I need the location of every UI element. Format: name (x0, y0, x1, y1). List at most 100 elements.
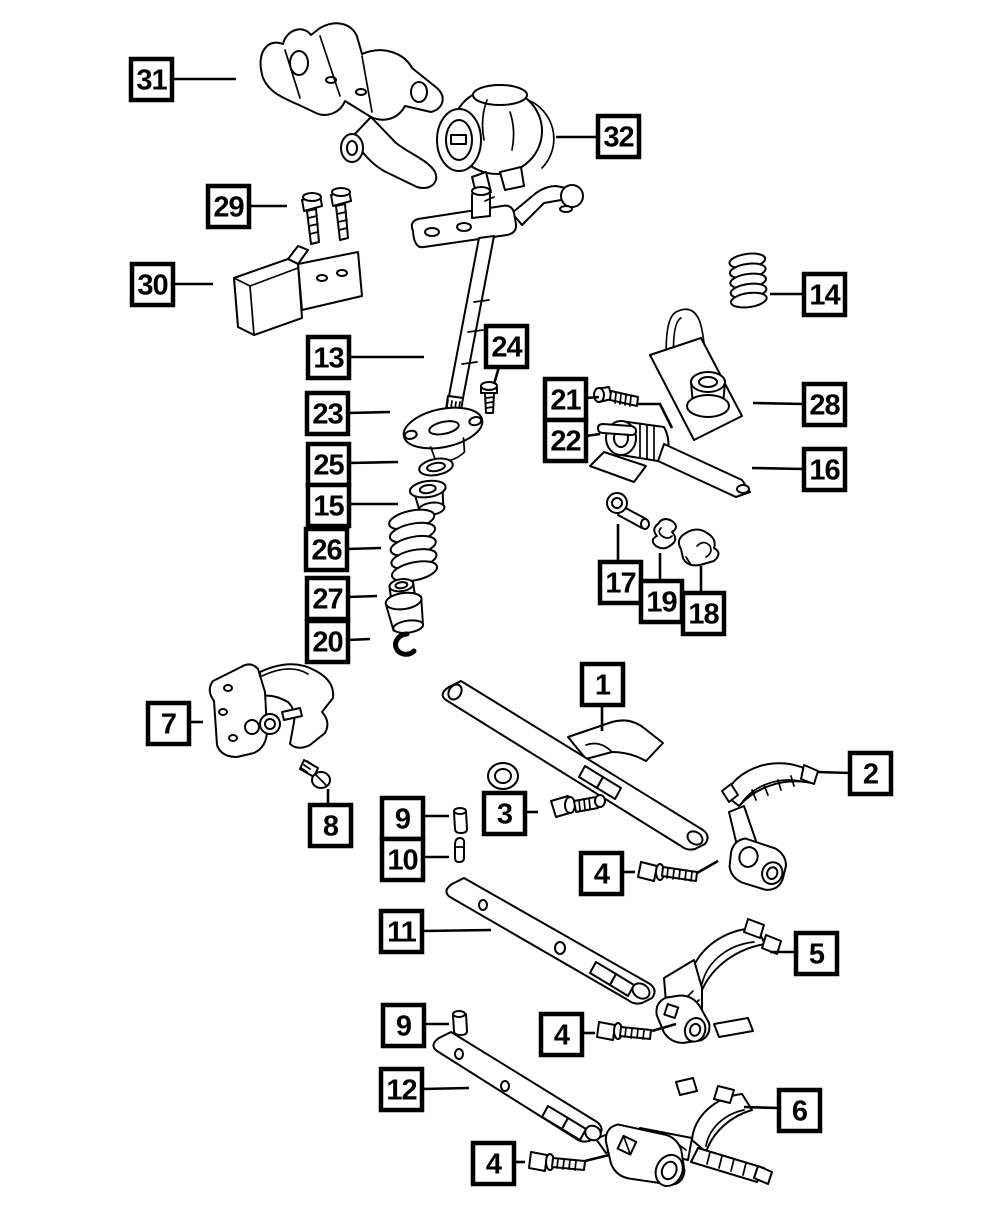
callout-number: 4 (594, 859, 610, 891)
callout-box[interactable] (307, 802, 354, 849)
leader-line (584, 1153, 610, 1163)
callout-number: 11 (387, 917, 417, 949)
callout-box[interactable] (481, 790, 528, 837)
callout-9-detent-pin[interactable]: 9 (379, 795, 449, 842)
callout-box[interactable] (145, 700, 192, 747)
callout-15-bushing[interactable]: 15 (305, 482, 398, 529)
callout-22-pin[interactable]: 22 (542, 417, 601, 464)
callout-box[interactable] (379, 836, 426, 883)
callout-box[interactable] (776, 1087, 823, 1134)
callout-box[interactable] (128, 56, 175, 103)
part-20-snap-ring-drawing (393, 631, 417, 657)
callout-box[interactable] (304, 390, 351, 437)
callout-18-cam[interactable]: 18 (680, 566, 727, 637)
callout-27-bushing-cup[interactable]: 27 (304, 575, 378, 622)
callout-box[interactable] (793, 930, 840, 977)
part-17-pivot-pin-drawing (606, 492, 650, 530)
callout-box[interactable] (680, 590, 727, 637)
part-11-shift-rail-drawing (445, 877, 656, 1005)
callout-box[interactable] (847, 750, 894, 797)
leader-line (638, 402, 674, 429)
callout-box[interactable] (303, 526, 350, 573)
callout-29-bolt-pair[interactable]: 29 (205, 183, 287, 230)
callout-4-fork-bolt[interactable]: 4 (578, 850, 719, 897)
callout-14-detent-spring[interactable]: 14 (770, 271, 848, 318)
callout-box[interactable] (305, 482, 352, 529)
callout-box[interactable] (542, 417, 589, 464)
leader-line (743, 1105, 780, 1110)
leader-line (492, 366, 501, 385)
callout-12-shift-rail[interactable]: 12 (378, 1066, 470, 1113)
callout-number: 31 (136, 65, 167, 97)
part-4-fork-bolt-drawing (637, 861, 698, 882)
callout-16-shift-lever[interactable]: 16 (751, 446, 848, 493)
callout-number: 13 (313, 343, 344, 375)
leader-line (421, 1086, 470, 1091)
leader-line (696, 859, 719, 875)
callout-box[interactable] (801, 271, 848, 318)
part-14-spring-drawing (728, 252, 768, 309)
callout-23-retainer-flange[interactable]: 23 (304, 390, 391, 437)
callout-number: 1 (595, 670, 611, 702)
callout-19-clip[interactable]: 19 (638, 553, 685, 625)
callout-box[interactable] (129, 261, 176, 308)
callout-box[interactable] (595, 113, 642, 160)
callout-box[interactable] (470, 1140, 517, 1187)
callout-number: 8 (323, 811, 339, 843)
callout-number: 32 (603, 122, 633, 154)
leader-line (348, 460, 399, 465)
part-30-bumper-block-drawing (233, 245, 363, 336)
callout-box[interactable] (378, 908, 425, 955)
part-4-fork-bolt-3-drawing (528, 1151, 586, 1172)
callout-9-detent-pin[interactable]: 9 (380, 1002, 449, 1049)
part-6-shift-fork-drawing (604, 1077, 773, 1187)
callout-17-pivot-pin[interactable]: 17 (597, 524, 644, 606)
callout-6-shift-fork[interactable]: 6 (743, 1087, 823, 1134)
callout-5-shift-fork[interactable]: 5 (770, 930, 840, 977)
part-19-clip-drawing (651, 518, 677, 550)
callout-box[interactable] (483, 323, 530, 370)
callout-20-snap-ring[interactable]: 20 (304, 618, 371, 665)
callout-11-shift-rail[interactable]: 11 (378, 908, 492, 955)
callout-4-fork-bolt[interactable]: 4 (538, 1011, 677, 1058)
callout-box[interactable] (304, 575, 351, 622)
callout-number: 16 (809, 455, 840, 487)
callout-8-bolt[interactable]: 8 (307, 789, 354, 849)
callout-box[interactable] (380, 1002, 427, 1049)
callout-3-plug-bolt[interactable]: 3 (481, 790, 538, 837)
callout-box[interactable] (801, 381, 848, 428)
leader-line (347, 410, 391, 415)
part-23-retainer-flange-drawing (402, 406, 484, 462)
callout-number: 22 (550, 426, 580, 458)
callout-28-interlock-plate[interactable]: 28 (752, 381, 848, 428)
callout-7-lever-bracket[interactable]: 7 (145, 700, 203, 747)
callout-24-bolt[interactable]: 24 (483, 323, 530, 385)
callout-box[interactable] (578, 850, 625, 897)
callout-box[interactable] (378, 1066, 425, 1113)
callout-number: 12 (386, 1075, 416, 1107)
callout-box[interactable] (305, 334, 352, 381)
callout-13-shift-shaft-lever[interactable]: 13 (305, 334, 424, 381)
callout-box[interactable] (579, 661, 626, 708)
callout-26-spring[interactable]: 26 (303, 526, 382, 573)
callout-number: 23 (312, 399, 343, 431)
callout-box[interactable] (205, 183, 252, 230)
callout-4-fork-bolt[interactable]: 4 (470, 1140, 610, 1187)
callout-32-shift-control-housing[interactable]: 32 (556, 113, 642, 160)
callout-2-shift-fork[interactable]: 2 (816, 750, 894, 797)
leader-line (347, 594, 378, 599)
callout-number: 6 (792, 1096, 808, 1128)
callout-10-detent-pin[interactable]: 10 (379, 836, 449, 883)
callout-number: 29 (213, 192, 244, 224)
leader-line (585, 432, 601, 438)
callout-box[interactable] (538, 1011, 585, 1058)
callout-box[interactable] (304, 618, 351, 665)
callout-25-washer[interactable]: 25 (305, 441, 399, 488)
callout-30-bumper-block[interactable]: 30 (129, 261, 213, 308)
callout-box[interactable] (801, 446, 848, 493)
callout-1-shift-rail-with-fork[interactable]: 1 (579, 661, 626, 731)
callout-31-mounting-bracket[interactable]: 31 (128, 56, 236, 103)
part-26-spring-drawing (388, 508, 439, 583)
